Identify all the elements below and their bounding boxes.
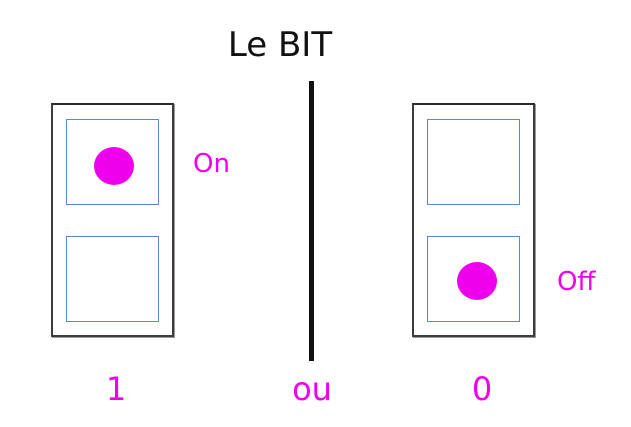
switch-on-indicator-dot: [94, 147, 134, 185]
switch-off-indicator-dot: [457, 262, 497, 300]
switch-off: [412, 103, 535, 337]
switch-off-top-cell: [427, 119, 520, 205]
switch-on: [51, 103, 174, 337]
on-state-label: On: [193, 149, 230, 179]
diagram-title: Le BIT: [227, 25, 333, 65]
switch-off-bottom-cell: [427, 236, 520, 322]
center-divider-line: [309, 81, 314, 361]
bit-value-one: 1: [105, 370, 127, 408]
off-state-label: Off: [557, 267, 596, 297]
switch-on-top-cell: [66, 119, 159, 205]
separator-label: ou: [292, 370, 332, 408]
switch-on-bottom-cell: [66, 236, 159, 322]
bit-value-zero: 0: [471, 370, 493, 408]
